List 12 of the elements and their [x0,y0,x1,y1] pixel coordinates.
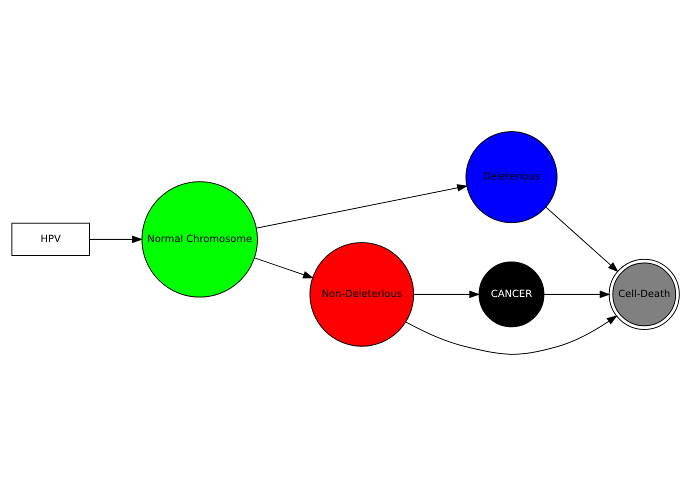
node-circle: Deleterious [466,130,558,223]
arrow [546,206,619,272]
arrow [414,290,480,298]
node-circle: CANCER [478,260,544,327]
arrow [544,290,611,298]
node-box: HPV [11,222,90,256]
node-circle: Normal Chromosome [142,180,258,298]
arrow [254,257,314,278]
arrow [89,235,143,243]
node-circle: Non-Deleterious [310,242,414,346]
arrow [405,314,618,354]
arrow [256,184,468,228]
